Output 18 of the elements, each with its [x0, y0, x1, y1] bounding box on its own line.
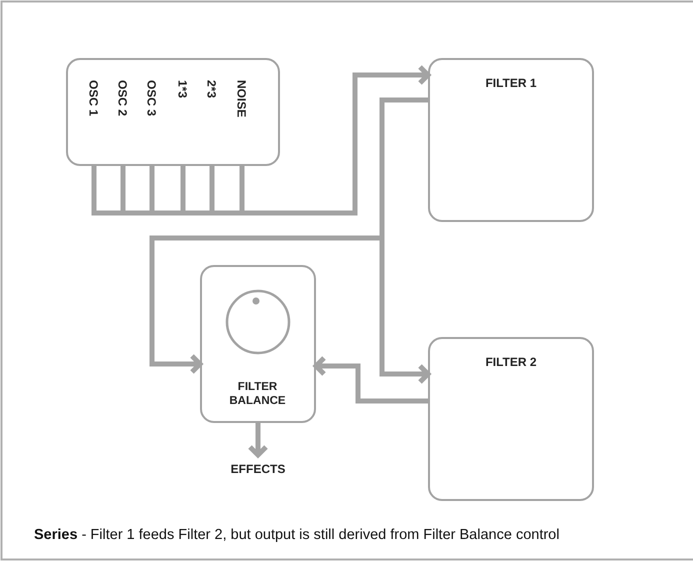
source-label: 1*3: [175, 80, 190, 98]
source-label: OSC 3: [144, 80, 158, 116]
caption: Series - Filter 1 feeds Filter 2, but output is still derived from Filter Balance control: [34, 527, 560, 543]
source-label: OSC 1: [86, 80, 100, 116]
source-label: NOISE: [234, 80, 248, 118]
output-label: EFFECTS: [230, 462, 286, 476]
arrow: [314, 356, 428, 404]
filter-box: [428, 58, 594, 222]
filter-title: FILTER 1: [484, 76, 538, 90]
filter-balance-panel: [200, 265, 316, 423]
arrow: [248, 423, 268, 458]
source-label: 2*3: [204, 80, 218, 98]
oscillator-panel: [66, 58, 280, 166]
filter-box: [428, 337, 594, 501]
arrow: [240, 64, 430, 216]
source-label: OSC 2: [115, 80, 130, 116]
filter-title: FILTER 2: [484, 355, 538, 370]
control-label: FILTER BALANCE: [228, 381, 287, 409]
